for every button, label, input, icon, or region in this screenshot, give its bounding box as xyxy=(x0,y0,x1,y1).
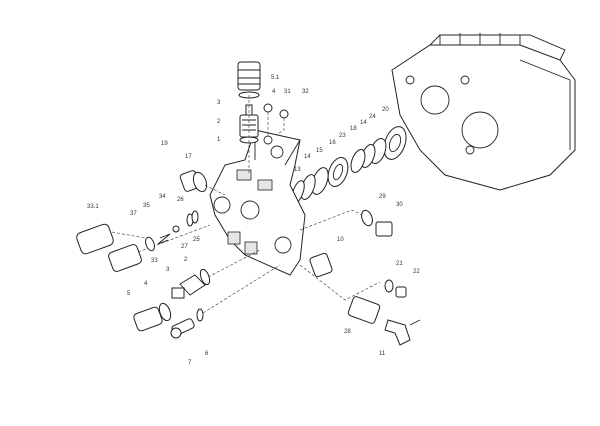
part-label: 24 xyxy=(369,114,376,120)
part-label: 20 xyxy=(382,107,389,113)
part-label: 2 xyxy=(217,119,221,125)
part-label: 6 xyxy=(205,351,209,357)
part-label: 13 xyxy=(294,167,301,173)
part-label: 21 xyxy=(396,261,403,267)
part-label: 2 xyxy=(184,257,188,263)
part-label: 4 xyxy=(144,281,148,287)
part-label: 25 xyxy=(193,237,200,243)
part-label: 22 xyxy=(413,269,420,275)
part-label: 33 xyxy=(151,258,158,264)
part-label: 27 xyxy=(181,244,188,250)
part-label: 16 xyxy=(329,140,336,146)
part-label: 5.1 xyxy=(271,75,280,81)
part-label: 34 xyxy=(159,194,166,200)
part-label: 3 xyxy=(217,100,221,106)
part-label: 35 xyxy=(143,203,150,209)
part-label: 37 xyxy=(130,211,137,217)
part-label: 19 xyxy=(161,141,168,147)
part-label: 5 xyxy=(127,291,131,297)
left-plugs xyxy=(76,170,281,339)
seal-stack xyxy=(291,126,407,204)
pump-housing xyxy=(391,33,576,191)
part-label: 15 xyxy=(316,148,323,154)
part-label: 10 xyxy=(337,237,344,243)
part-label: 3 xyxy=(166,267,170,273)
part-label: 4 xyxy=(272,89,276,95)
top-cartridge xyxy=(237,61,289,175)
part-label: 30 xyxy=(396,202,403,208)
valve-body xyxy=(209,129,306,276)
part-label: 11 xyxy=(379,351,386,357)
part-label: 33.1 xyxy=(87,204,99,210)
part-labels: 5.1 4 31 32 3 2 1 19 17 20 24 14 18 23 1… xyxy=(87,75,420,366)
part-label: 23 xyxy=(339,133,346,139)
part-label: 17 xyxy=(185,154,192,160)
part-label: 26 xyxy=(177,197,184,203)
part-label: 29 xyxy=(379,194,386,200)
right-fittings xyxy=(299,209,421,346)
part-label: 1 xyxy=(217,137,221,143)
part-label: 31 xyxy=(284,89,291,95)
part-label: 18 xyxy=(350,126,357,132)
part-label: 28 xyxy=(344,329,351,335)
part-label: 14 xyxy=(304,154,311,160)
part-label: 32 xyxy=(302,89,309,95)
part-label: 14 xyxy=(360,120,367,126)
part-label: 7 xyxy=(188,360,192,366)
